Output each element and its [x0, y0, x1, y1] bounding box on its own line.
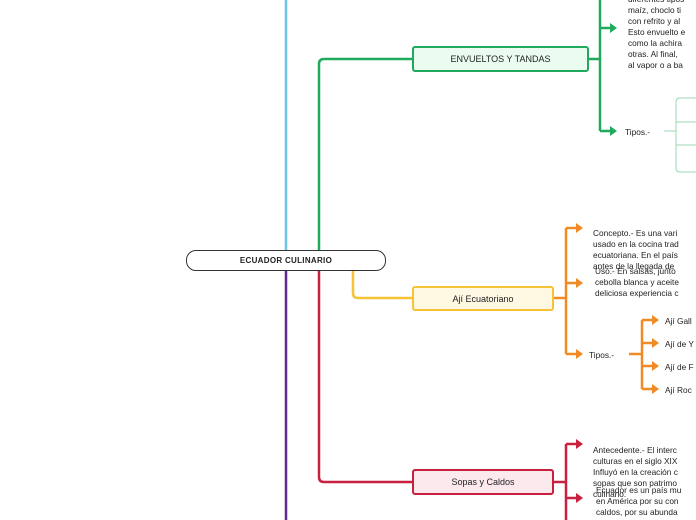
aji-type-item: Ají de Y: [665, 339, 694, 349]
envueltos-tipos-label: Tipos.-: [625, 127, 651, 137]
branch-aji-label: Ají Ecuatoriano: [452, 293, 514, 304]
branch-aji[interactable]: Ají Ecuatoriano: [412, 286, 554, 311]
branch-sopas-label: Sopas y Caldos: [451, 477, 515, 487]
branch-envueltos-label: ENVUELTOS Y TANDAS: [450, 54, 551, 64]
aji-type-item: Ají Gall: [665, 316, 692, 326]
envueltos-description: diferentes tipos maíz, choclo ti con ref…: [628, 0, 686, 70]
branch-sopas[interactable]: Sopas y Caldos: [412, 469, 554, 495]
aji-uso: Uso.- En salsas, junto cebolla blanca y …: [595, 266, 679, 298]
root-node[interactable]: ECUADOR CULINARIO: [186, 250, 386, 271]
root-node-label: ECUADOR CULINARIO: [239, 256, 333, 265]
sopas-antecedente: Antecedente.- El interc culturas en el s…: [593, 445, 678, 499]
aji-type-item: Ají Roc: [665, 385, 692, 395]
sopas-descripcion: Ecuador es un país mu en América por su …: [596, 485, 682, 517]
aji-tipos-label: Tipos.-: [589, 350, 615, 360]
aji-concepto: Concepto.- Es una vari usado en la cocin…: [593, 228, 679, 271]
branch-envueltos[interactable]: ENVUELTOS Y TANDAS: [412, 46, 589, 72]
aji-type-item: Ají de F: [665, 362, 694, 372]
